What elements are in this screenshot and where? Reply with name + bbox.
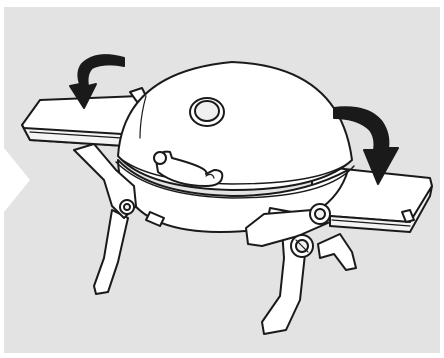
left-leg: [93, 209, 129, 295]
burner-control-knob: [290, 234, 314, 258]
grill-lid: [115, 61, 355, 199]
curved-arrow-down-icon: [69, 54, 125, 109]
right-latch-bracket: [245, 203, 331, 247]
lid-handle: [153, 150, 224, 187]
curved-arrow-down-icon: [333, 106, 399, 185]
left-latch-bracket: [73, 143, 137, 219]
lid-thermometer: [189, 97, 225, 127]
